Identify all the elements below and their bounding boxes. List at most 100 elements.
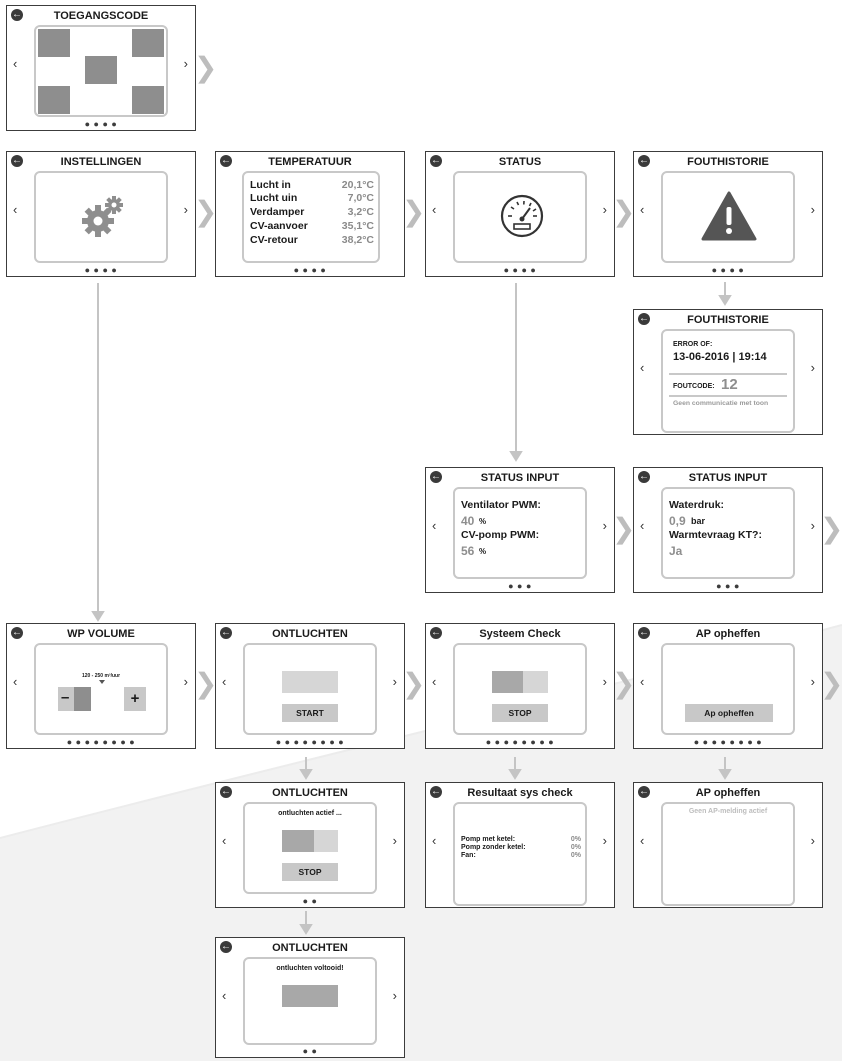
prev-arrow-icon[interactable]: ‹ — [432, 674, 437, 689]
next-arrow-icon[interactable]: › — [392, 674, 397, 689]
code-square[interactable] — [85, 56, 117, 84]
divider — [669, 395, 787, 397]
temp-label: CV-retour — [250, 234, 298, 246]
arrowhead — [508, 769, 522, 780]
next-arrow-icon[interactable]: › — [810, 674, 815, 689]
page-dots: ● ● — [302, 1046, 318, 1056]
back-icon[interactable]: ← — [220, 941, 232, 953]
next-arrow-icon[interactable]: › — [810, 518, 815, 533]
flow-chevron: ❯ — [612, 196, 636, 227]
stop-button[interactable]: STOP — [492, 704, 548, 722]
page-dots: ● ● ● ● — [84, 265, 118, 275]
input-label: CV-pomp PWM: — [461, 529, 540, 541]
next-arrow-icon[interactable]: › — [602, 674, 607, 689]
screen-content: ontluchten voltooid! — [243, 957, 377, 1045]
screen-status-input-2: ← STATUS INPUT ‹ › Waterdruk: 0,9 bar Wa… — [633, 467, 823, 593]
result-label: Fan: — [461, 852, 476, 859]
next-arrow-icon[interactable]: › — [183, 674, 188, 689]
pointer-icon — [99, 680, 105, 684]
result-value: 0% — [570, 844, 581, 851]
stop-button[interactable]: STOP — [282, 863, 338, 881]
next-arrow-icon[interactable]: › — [183, 56, 188, 71]
prev-arrow-icon[interactable]: ‹ — [432, 518, 437, 533]
code-square[interactable] — [132, 29, 164, 57]
screen-title: FOUTHISTORIE — [687, 314, 769, 326]
gears-icon — [82, 196, 123, 237]
back-icon[interactable]: ← — [638, 627, 650, 639]
arrowhead — [509, 451, 523, 462]
input-label: Warmtevraag KT?: — [669, 529, 762, 541]
flow-chevron: ❯ — [194, 196, 218, 227]
prev-arrow-icon[interactable]: ‹ — [640, 518, 645, 533]
result-row: Fan:0% — [461, 852, 581, 861]
prev-arrow-icon[interactable]: ‹ — [13, 56, 18, 71]
start-button[interactable]: START — [282, 704, 338, 722]
back-icon[interactable]: ← — [11, 627, 23, 639]
back-icon[interactable]: ← — [220, 155, 232, 167]
prev-arrow-icon[interactable]: ‹ — [432, 833, 437, 848]
next-arrow-icon[interactable]: › — [392, 988, 397, 1003]
screen-content: ontluchten actief ... STOP — [243, 802, 377, 894]
back-icon[interactable]: ← — [220, 786, 232, 798]
result-row: Pomp met ketel:0% — [461, 836, 581, 845]
ap-message: Geen AP-melding actief — [688, 808, 768, 815]
error-message: Geen communicatie met toon — [673, 400, 769, 407]
prev-arrow-icon[interactable]: ‹ — [640, 674, 645, 689]
prev-arrow-icon[interactable]: ‹ — [13, 202, 18, 217]
back-icon[interactable]: ← — [638, 155, 650, 167]
back-icon[interactable]: ← — [638, 786, 650, 798]
back-icon[interactable]: ← — [638, 471, 650, 483]
next-arrow-icon[interactable]: › — [810, 202, 815, 217]
screen-fouthistorie: ← FOUTHISTORIE ‹ › ● ● ● ● — [633, 151, 823, 277]
back-icon[interactable]: ← — [638, 313, 650, 325]
next-arrow-icon[interactable]: › — [602, 833, 607, 848]
code-square[interactable] — [38, 29, 70, 57]
page-dots: ● ● ● ● — [711, 265, 745, 275]
prev-arrow-icon[interactable]: ‹ — [640, 202, 645, 217]
screen-instellingen: ← INSTELLINGEN ‹ › — [6, 151, 196, 277]
prev-arrow-icon[interactable]: ‹ — [222, 988, 227, 1003]
next-arrow-icon[interactable]: › — [392, 833, 397, 848]
prev-arrow-icon[interactable]: ‹ — [640, 360, 645, 375]
minus-button[interactable]: – — [61, 689, 70, 706]
page-dots: ● ● ● ● — [293, 265, 327, 275]
back-icon[interactable]: ← — [430, 786, 442, 798]
next-arrow-icon[interactable]: › — [810, 833, 815, 848]
next-arrow-icon[interactable]: › — [183, 202, 188, 217]
flow-chevron: ❯ — [402, 196, 426, 227]
back-icon[interactable]: ← — [430, 471, 442, 483]
back-icon[interactable]: ← — [430, 627, 442, 639]
code-square[interactable] — [132, 86, 164, 114]
plus-button[interactable]: + — [124, 687, 146, 711]
back-icon[interactable]: ← — [11, 155, 23, 167]
screen-content: Waterdruk: 0,9 bar Warmtevraag KT?: Ja — [661, 487, 795, 579]
prev-arrow-icon[interactable]: ‹ — [640, 833, 645, 848]
flow-chevron: ❯ — [820, 513, 842, 544]
back-icon[interactable]: ← — [11, 9, 23, 21]
prev-arrow-icon[interactable]: ‹ — [432, 202, 437, 217]
ap-opheffen-button[interactable]: Ap opheffen — [685, 704, 773, 722]
next-arrow-icon[interactable]: › — [602, 518, 607, 533]
status-text: ontluchten voltooid! — [276, 965, 344, 972]
next-arrow-icon[interactable]: › — [602, 202, 607, 217]
screen-toegangscode: ← TOEGANGSCODE ‹ › ● ● ● ● — [6, 5, 196, 131]
prev-arrow-icon[interactable]: ‹ — [13, 674, 18, 689]
gauge-icon — [500, 194, 544, 238]
back-icon[interactable]: ← — [430, 155, 442, 167]
page-dots: ● ● ● ● ● ● ● ● — [485, 737, 555, 747]
back-icon[interactable]: ← — [220, 627, 232, 639]
screen-ap-opheffen: ← AP opheffen ‹ › Ap opheffen ● ● ● ● ● … — [633, 623, 823, 749]
code-square[interactable] — [38, 86, 70, 114]
next-arrow-icon[interactable]: › — [810, 360, 815, 375]
input-unit: % — [479, 547, 487, 556]
result-label: Pomp met ketel: — [461, 836, 516, 843]
prev-arrow-icon[interactable]: ‹ — [222, 833, 227, 848]
screen-title: STATUS INPUT — [688, 472, 768, 484]
temp-label: Lucht uin — [250, 192, 298, 204]
progress-bar-complete — [282, 985, 338, 1007]
prev-arrow-icon[interactable]: ‹ — [222, 674, 227, 689]
input-unit: % — [479, 517, 487, 526]
screen-content: 120 - 250 m³/uur – + — [34, 643, 168, 735]
arrowhead — [91, 611, 105, 622]
